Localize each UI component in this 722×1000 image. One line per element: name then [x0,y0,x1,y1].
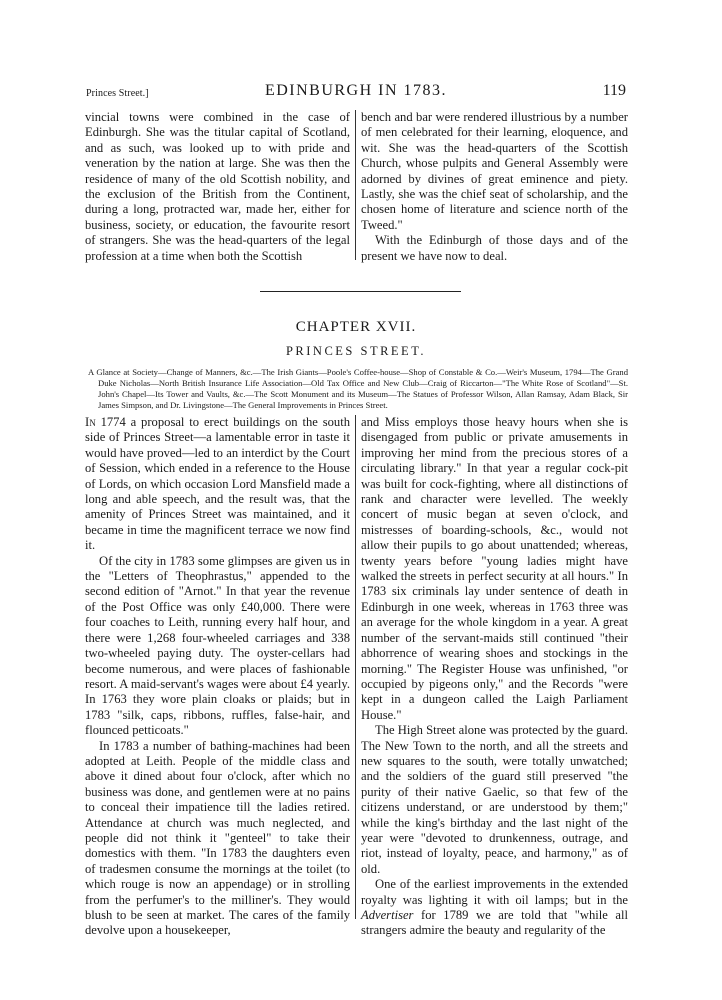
paragraph: bench and bar were rendered illustrious … [361,110,628,232]
page-number: 119 [602,82,626,99]
section-rule [260,291,461,292]
top-right-column: bench and bar were rendered illustrious … [361,110,628,264]
paragraph: vincial towns were combined in the case … [85,110,350,263]
drop-word: In [85,415,96,429]
top-left-column: vincial towns were combined in the case … [85,110,350,264]
paragraph-text: 1774 a proposal to erect buildings on th… [85,415,350,553]
paragraph: In 1783 a number of bathing-machines had… [85,738,350,938]
chapter-heading: CHAPTER XVII. [295,319,417,335]
body-left-column: In 1774 a proposal to erect buildings on… [85,415,350,939]
column-divider [355,415,356,919]
italic-title: Advertiser [361,908,414,922]
synopsis-text: A Glance at Society—Change of Manners, &… [88,367,628,410]
running-head-title: EDINBURGH IN 1783. [264,82,448,99]
paragraph: One of the earliest improvements in the … [361,877,628,939]
column-divider [355,110,356,260]
paragraph-text: One of the earliest improvements in the … [361,877,628,907]
running-head-section: Princes Street.] [86,88,149,99]
paragraph: and Miss employs those heavy hours when … [361,415,628,722]
running-head: Princes Street.] EDINBURGH IN 1783. 119 [86,82,626,106]
paragraph: The High Street alone was protected by t… [361,723,628,876]
chapter-synopsis: A Glance at Society—Change of Manners, &… [88,367,628,411]
paragraph: In 1774 a proposal to erect buildings on… [85,415,350,554]
chapter-title: PRINCES STREET. [285,344,427,358]
paragraph: With the Edinburgh of those days and of … [361,233,628,263]
body-right-column: and Miss employs those heavy hours when … [361,415,628,939]
paragraph-text: for 1789 we are told that "while all str… [361,908,629,938]
paragraph: Of the city in 1783 some glimpses are gi… [85,553,350,738]
